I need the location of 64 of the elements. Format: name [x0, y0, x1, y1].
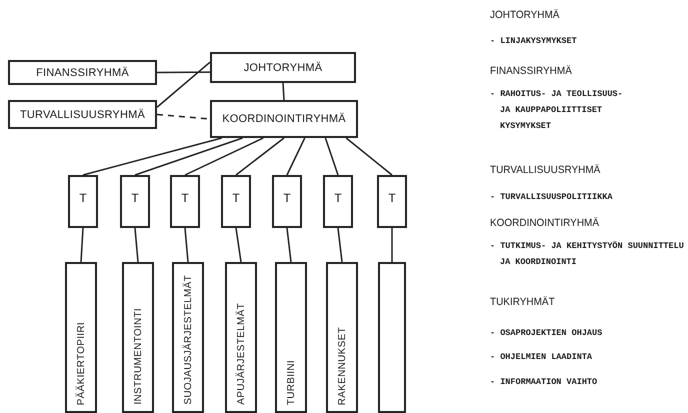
connector-line	[157, 71, 210, 74]
support-group-box	[221, 175, 251, 228]
connector-line	[337, 228, 343, 262]
connector-line	[324, 138, 339, 176]
group-box	[8, 60, 157, 85]
group-name: T	[79, 191, 87, 205]
group-box	[8, 100, 157, 129]
group-name: JOHTORYHMÄ	[244, 62, 322, 74]
bullet-item: - INFORMAATION VAIHTO	[490, 376, 598, 389]
subproject-column	[326, 262, 358, 413]
support-group-box	[68, 175, 98, 228]
connector-line	[134, 137, 243, 176]
group-name: KOORDINOINTIRYHMÄ	[222, 113, 346, 125]
group-name: T	[131, 191, 139, 205]
group-name: T	[283, 191, 291, 205]
bullet-item: - RAHOITUS- JA TEOLLISUUS- JA KAUPPAPOLIITTISET KYSYMYKSET	[490, 88, 624, 133]
group-name: TURVALLISUUSRYHMÄ	[20, 108, 146, 120]
support-group-box	[272, 175, 302, 228]
connector-line	[282, 82, 285, 100]
legend-heading: KOORDINOINTIRYHMÄ	[490, 217, 600, 229]
column-label: PÄÄKIERTOPIIRI	[76, 322, 86, 405]
connector-line	[286, 228, 292, 262]
bullet-item: - TURVALLISUUSPOLITIIKKA	[490, 191, 614, 204]
group-box	[210, 52, 356, 83]
group-name: T	[232, 191, 240, 205]
legend-heading: TUKIRYHMÄT	[490, 296, 556, 308]
bullet-item: - TUTKIMUS- JA KEHITYSTYÖN SUUNNITTELU JA KOORDINOINTI	[490, 240, 685, 269]
group-name: T	[334, 191, 342, 205]
support-group-box	[170, 175, 200, 228]
empty-column	[378, 262, 406, 413]
group-name: FINANSSIRYHMÄ	[36, 66, 129, 78]
legend-heading: JOHTORYHMÄ	[490, 9, 560, 21]
column-label: RAKENNUKSET	[336, 326, 348, 405]
connector-line	[80, 228, 84, 262]
subproject-column	[225, 262, 257, 413]
connector-line	[134, 228, 139, 262]
connector-line	[391, 228, 393, 262]
group-name: T	[181, 191, 189, 205]
group-name: T	[388, 191, 396, 205]
connector-line	[184, 137, 264, 176]
subproject-column	[172, 262, 204, 413]
bullet-item: - OHJELMIEN LAADINTA	[490, 351, 594, 364]
connector-line	[286, 138, 306, 176]
subproject-column	[275, 262, 307, 413]
column-label: APUJÄRJESTELMÄT	[236, 303, 246, 405]
bullet-item: - OSAPROJEKTIEN OHJAUS	[490, 327, 604, 340]
column-label: SUOJAUSJÄRJESTELMÄT	[182, 275, 194, 405]
bullet-item: - LINJAKYSYMYKSET	[490, 35, 578, 48]
group-box	[210, 100, 358, 138]
column-label: TURBIINI	[286, 360, 296, 405]
connector-line	[235, 228, 242, 262]
connector-line	[236, 137, 284, 176]
support-group-box	[377, 175, 407, 228]
connector-line	[82, 137, 222, 176]
connector-line	[346, 137, 392, 176]
column-label: INSTRUMENTOINTI	[132, 308, 144, 405]
subproject-column	[65, 262, 97, 413]
legend-heading: TURVALLISUUSRYHMÄ	[490, 164, 602, 176]
legend-heading: FINANSSIRYHMÄ	[490, 65, 573, 77]
subproject-column	[122, 262, 154, 413]
connector-line	[156, 62, 210, 108]
support-group-box	[120, 175, 150, 228]
support-group-box	[323, 175, 353, 228]
connector-line	[184, 228, 189, 262]
